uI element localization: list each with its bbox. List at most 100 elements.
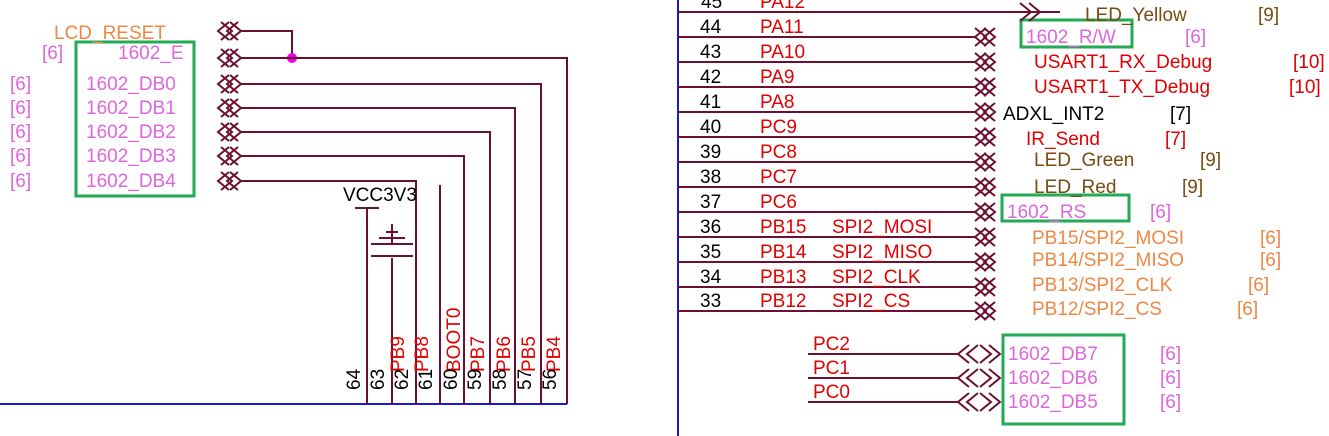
connector [973,177,996,197]
pin-function: SPI2_CLK [832,267,921,288]
net-ref: [6] [1248,275,1269,296]
pin-number: 63 [368,369,389,390]
lcd-db-highlight-box [74,40,196,198]
connector-5 [216,146,239,166]
pin-label: PC8 [760,142,797,163]
connector-2 [216,74,239,94]
pin-number: 44 [700,17,722,38]
connector [973,152,996,172]
pin-label: PB13 [760,267,806,288]
wire-db4 [241,180,417,404]
db-ref: [6] [10,74,31,95]
net-ref: [6] [1150,202,1171,223]
left-db-labels: [6]1602_DB0[6]1602_DB1[6]1602_DB2[6]1602… [10,74,176,192]
db-ref: [6] [10,122,31,143]
connector [973,77,996,97]
connector-b [974,127,997,147]
lcd-reset-wire [241,30,293,58]
pin-number: 39 [700,142,721,163]
connector [956,344,979,364]
wire-db0 [241,83,542,404]
pin-label: PB9 [388,336,409,372]
db-ref: [6] [10,171,31,192]
connector [973,277,996,297]
db-net: 1602_DB0 [86,74,176,95]
db-net: 1602_DB1 [86,98,176,119]
rs-highlight-box [1000,193,1131,223]
connector-b-5 [220,146,243,166]
pin-label: PA9 [760,67,795,88]
pin-number: 36 [700,217,721,238]
pin-label: PA11 [760,17,804,38]
net-label: USART1_TX_Debug [1034,77,1210,98]
net-ref: [6] [1237,299,1258,320]
net-label: PB12/SPI2_CS [1032,299,1162,320]
db-net: 1602_DB4 [86,171,176,192]
connector-b-2 [220,74,243,94]
connector-b [974,152,997,172]
net-label: 1602_RS [1007,202,1086,223]
e-net: 1602_E [118,43,184,64]
connector-b [979,392,1002,412]
connector-1 [216,48,239,68]
connector-b [974,52,997,72]
pin-label: PB4 [544,336,565,372]
pin-number: 59 [465,369,486,390]
wire-db3 [241,155,465,404]
connector-b [974,77,997,97]
right-net-labels: LED_Yellow[9]1602_R/W[6]USART1_RX_Debug[… [1003,2,1325,320]
pin-label: PA8 [760,92,795,113]
net-label: IR_Send [1026,129,1100,150]
pin-label: PA10 [760,42,805,63]
rw-highlight-box [1019,18,1134,49]
connector-b [979,344,1002,364]
db-ref: [6] [1160,392,1181,413]
connector-6 [216,171,239,191]
lcd-reset-net: LCD_RESET [54,23,166,44]
connector [973,252,996,272]
connector-4 [216,122,239,142]
net-ref: [6] [1260,228,1281,249]
pc-pin-label: PC0 [813,382,850,403]
pin-number: 43 [700,42,721,63]
pin-label: PB15 [760,217,806,238]
net-label: LED_Green [1034,150,1134,171]
net-label: PB13/SPI2_CLK [1032,275,1173,296]
pin-function: SPI2_MOSI [832,217,932,238]
connector-b [974,227,997,247]
pin-label: PC7 [760,167,797,188]
net-label: USART1_RX_Debug [1034,52,1212,73]
connector-0 [216,21,239,41]
connector-b-4 [220,122,243,142]
pin-number: 62 [392,369,413,390]
pc-pin-label: PC2 [813,334,850,355]
pin-number: 38 [700,167,721,188]
pin-label: PB8 [412,336,433,372]
connector-b-0 [220,21,243,41]
db-net: 1602_DB3 [86,146,176,167]
connector [973,202,996,222]
db-ref: [6] [1160,344,1181,365]
pin-function: SPI2_CS [832,291,910,312]
connector-b-1 [220,48,243,68]
pin-number: 37 [700,192,721,213]
wire-db1 [241,107,516,404]
db-net: 1602_DB2 [86,122,176,143]
net-label: ADXL_INT2 [1003,104,1104,125]
net-ref: [10] [1289,77,1321,98]
net-ref: [9] [1182,177,1203,198]
pc-pin-label: PC1 [813,358,850,379]
connector [956,392,979,412]
pin-number: 41 [700,92,721,113]
connector-b [979,368,1002,388]
connector-pa12 [1019,2,1042,22]
vcc-label: VCC3V3 [343,185,417,206]
pin-function: SPI2_MISO [832,242,932,263]
connector [973,52,996,72]
db-ref: [6] [1160,368,1181,389]
